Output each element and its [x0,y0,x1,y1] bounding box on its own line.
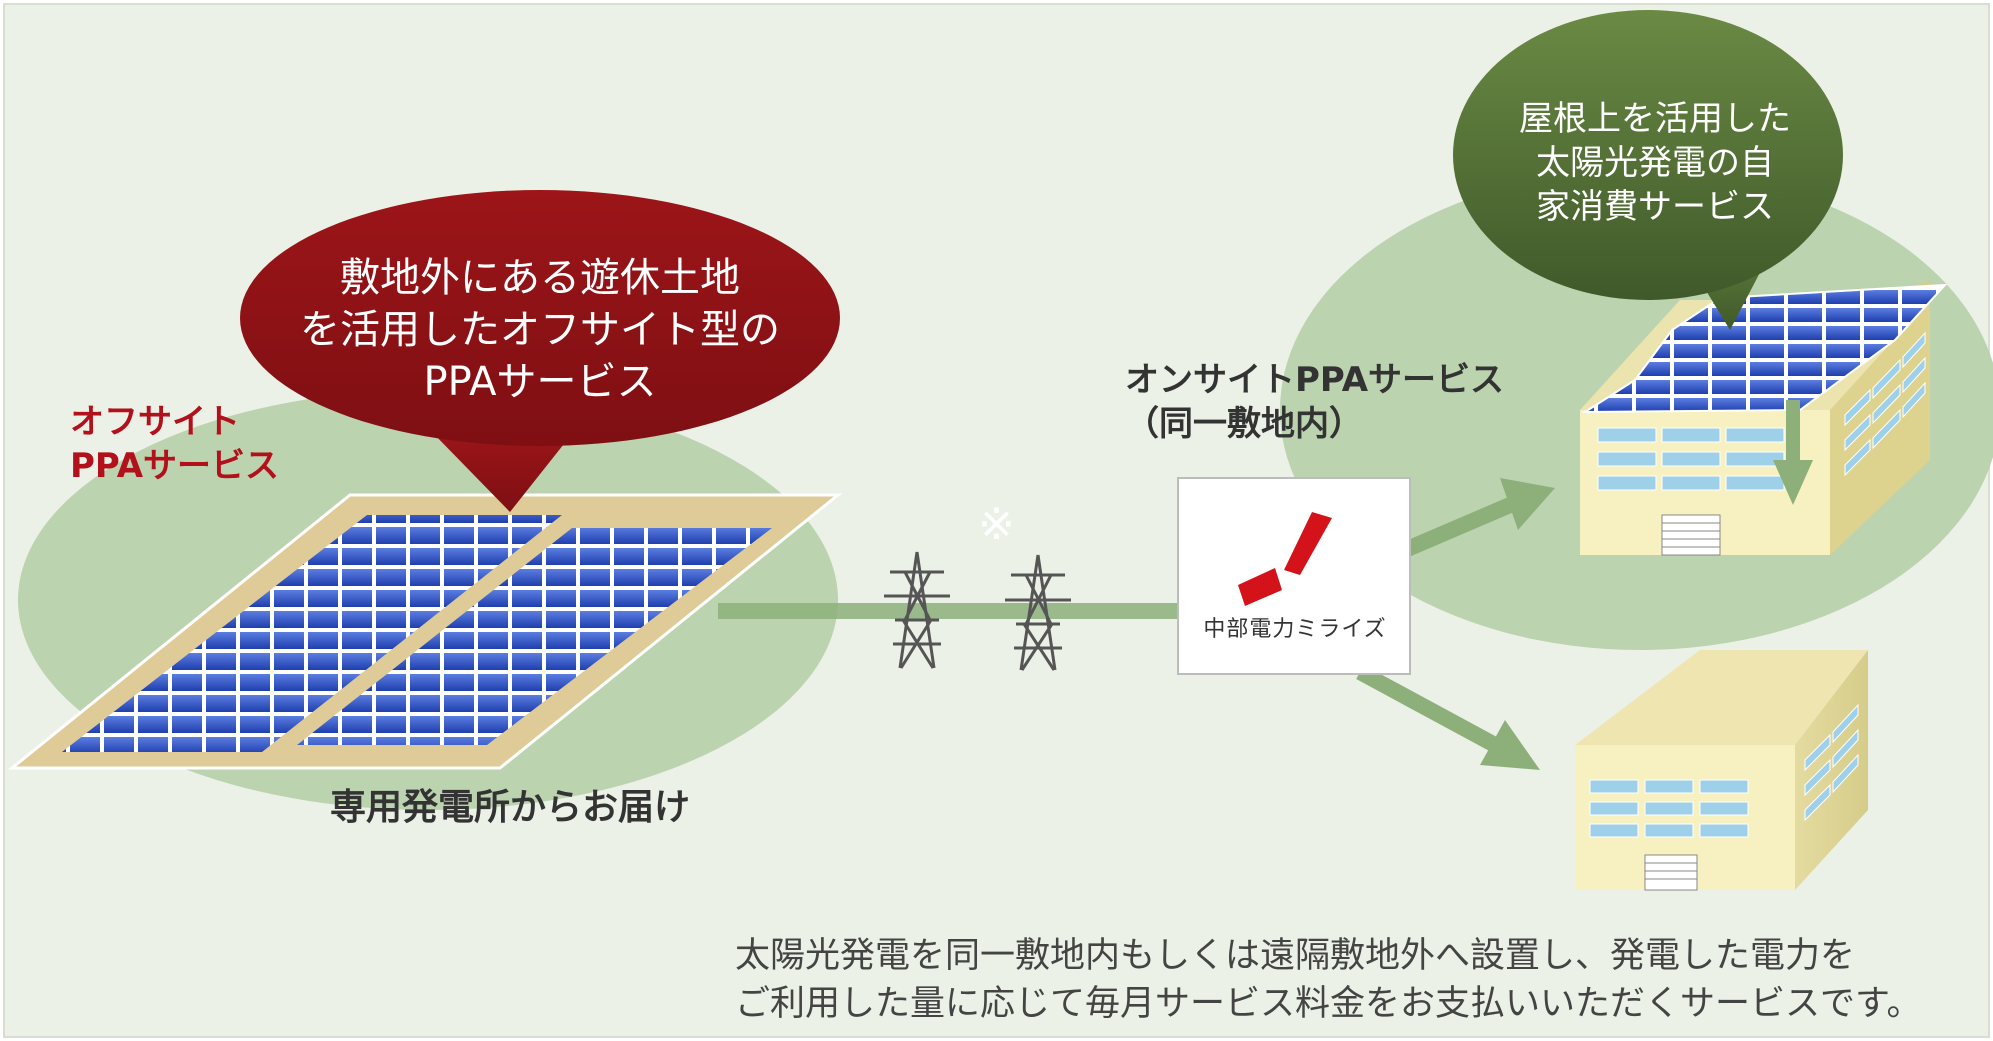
solar-array-right [297,528,772,745]
rooftop-power-arrow [1773,400,1813,505]
chubu-electric-miraiz-logo [1284,512,1332,575]
offsite-speech-bubble [240,190,840,512]
company-name: 中部電力ミライズ [1203,617,1387,642]
solar-farm [7,493,843,770]
transmission-tower-left [884,551,950,669]
offsite-ppa-label: オフサイト PPAサービス [70,402,280,486]
rooftop-building-entrance [1661,514,1721,556]
rooftop-solar-building [1580,280,1948,556]
dedicated-plant-label: 専用発電所からお届け [330,787,691,828]
transmission-tower-right [1005,554,1071,671]
arrow-to-lower-building [1356,664,1540,770]
service-description: 太陽光発電を同一敷地内もしくは遠隔敷地外へ設置し、発電した電力を ご利用した量に… [735,936,1922,1024]
solar-array-left [62,515,562,752]
note-mark: ※ [978,499,1015,550]
onsite-bubble-text: 屋根上を活用した 太陽光発電の自 家消費サービス [1519,99,1791,227]
lower-building [1575,650,1868,891]
arrow-to-rooftop-building [1401,478,1555,558]
onsite-speech-bubble [1453,10,1843,330]
power-line [718,603,1188,619]
lower-building-entrance [1644,854,1698,891]
onsite-ppa-label: オンサイトPPAサービス （同一敷地内） [1125,360,1505,444]
company-logo-card [1177,477,1411,675]
offsite-bubble-text: 敷地外にある遊休土地 を活用したオフサイト型の PPAサービス [300,255,780,405]
